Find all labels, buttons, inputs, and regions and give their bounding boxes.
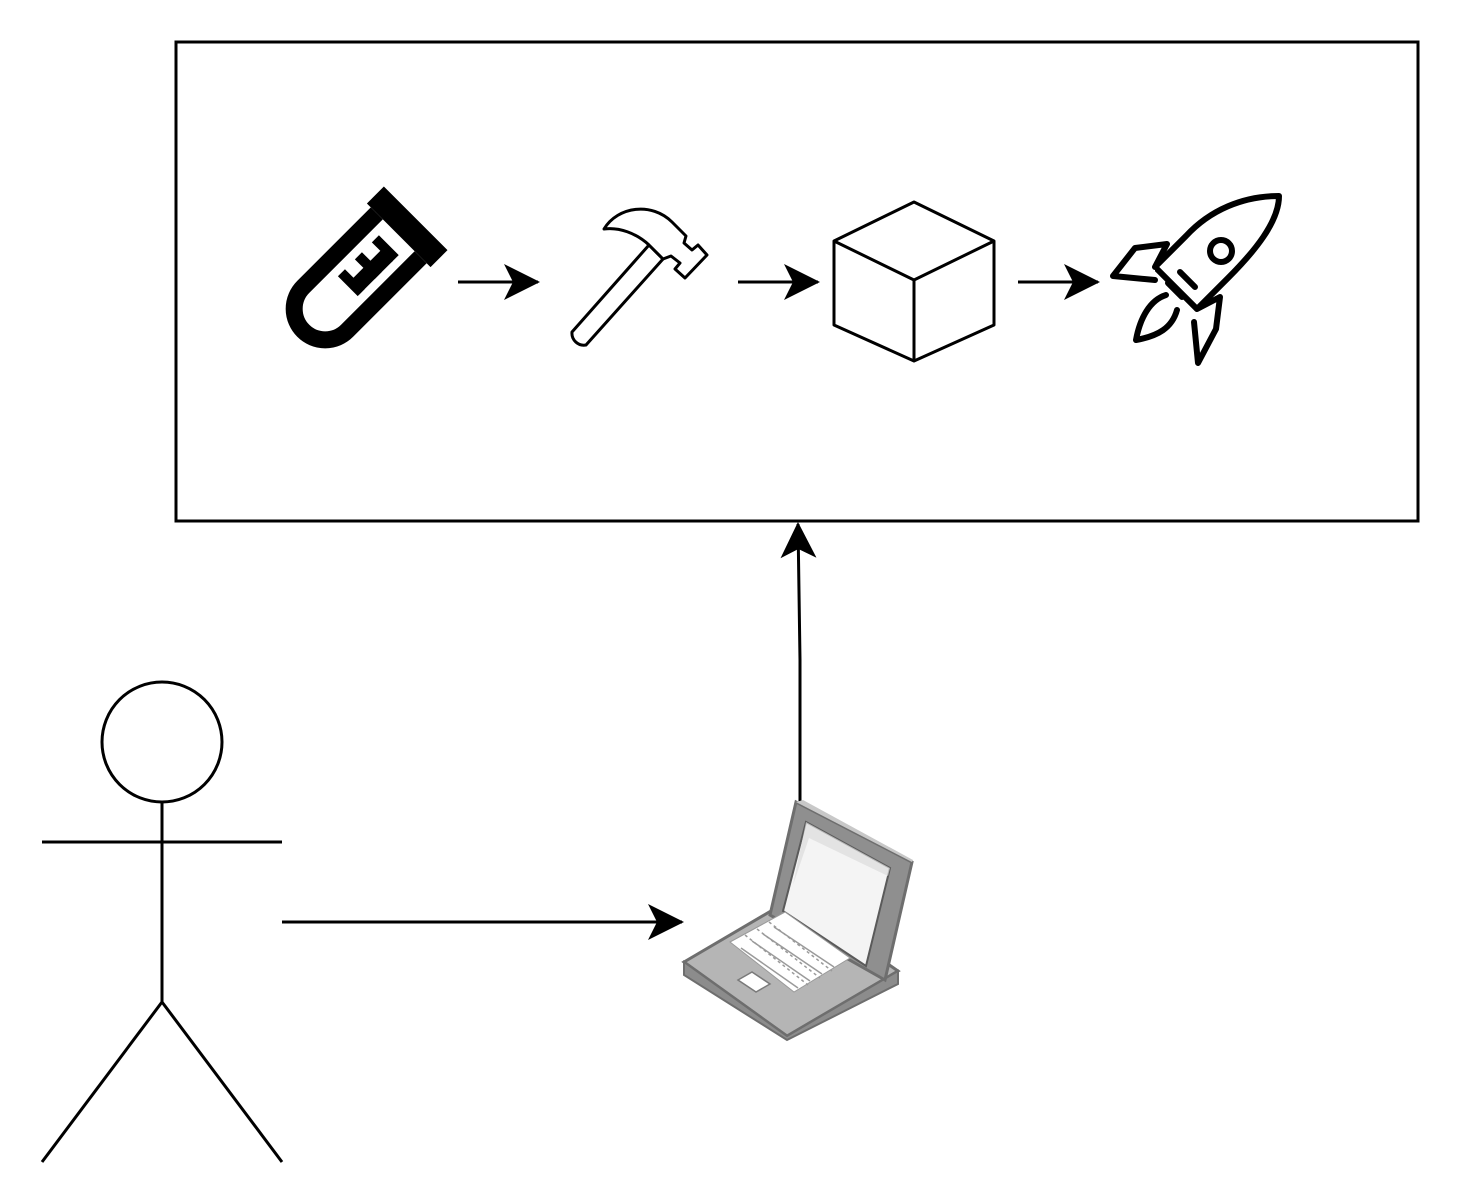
actor-leg-right — [160, 1001, 284, 1163]
rocket-icon[interactable] — [1110, 193, 1282, 366]
laptop-lid-side — [796, 800, 913, 862]
actor-leg-left — [40, 1001, 164, 1163]
test-tube-icon[interactable] — [271, 186, 448, 362]
arrow-laptop-to-pipeline — [780, 522, 817, 803]
hammer-icon[interactable] — [570, 207, 709, 347]
cube-icon[interactable] — [832, 200, 996, 363]
stick-figure-icon[interactable] — [40, 680, 284, 1163]
actor-head — [100, 680, 224, 804]
laptop-icon[interactable] — [681, 799, 914, 1042]
laptop-base-edge — [683, 960, 899, 1042]
laptop-touchpad — [736, 971, 772, 993]
